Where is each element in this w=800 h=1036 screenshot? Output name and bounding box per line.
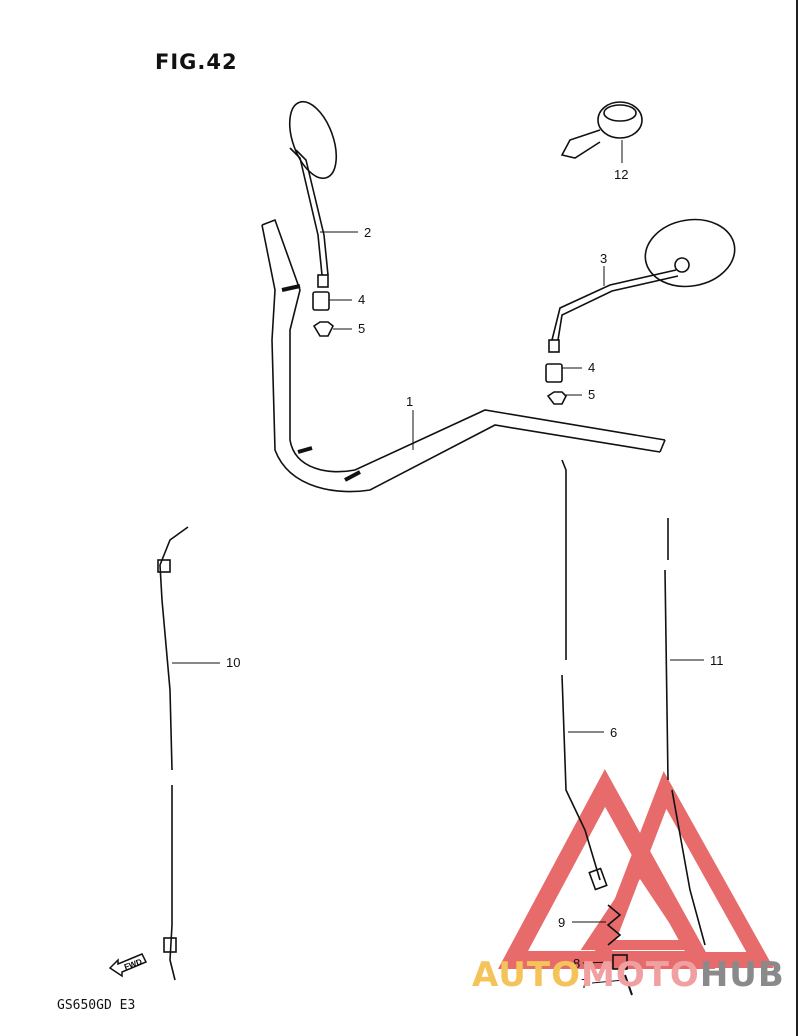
callout-4a: 4 — [358, 292, 365, 307]
callout-labels: 1 2 3 4 5 4 5 6 7 8 9 10 11 — [172, 140, 724, 991]
watermark-part-2: MOTO — [580, 955, 700, 995]
screw-part-7 — [624, 974, 633, 996]
callout-6: 6 — [610, 725, 617, 740]
callout-4b: 4 — [588, 360, 595, 375]
callout-11: 11 — [710, 653, 724, 668]
mirror-right-part-3 — [548, 218, 736, 353]
callout-12: 12 — [614, 167, 628, 182]
throttle-cable-part-10 — [157, 526, 189, 981]
mirror-left-part-2 — [288, 100, 338, 288]
callout-9: 9 — [558, 915, 565, 930]
callout-5a: 5 — [358, 321, 365, 336]
cable-part-11 — [664, 518, 706, 946]
spring-part-9 — [606, 904, 622, 946]
watermark-logo — [497, 769, 774, 969]
callout-2: 2 — [364, 225, 371, 240]
fwd-label: FWD — [123, 957, 143, 972]
watermark-part-3: HUB — [699, 955, 785, 995]
cable-part-6 — [561, 459, 608, 891]
nut-part-8 — [612, 954, 628, 970]
callout-8: 8 — [573, 956, 580, 971]
callout-10: 10 — [226, 655, 240, 670]
handlebar-part-1 — [261, 218, 666, 493]
nut-left-part-5 — [312, 321, 335, 337]
callout-3: 3 — [600, 251, 607, 266]
adapter-left-part-4 — [312, 291, 330, 311]
watermark-text: AUTOMOTOHUB — [472, 955, 785, 995]
figure-title: FIG.42 — [155, 50, 238, 74]
throttle-grip-part-12 — [560, 101, 643, 159]
callout-7: 7 — [581, 976, 588, 991]
nut-right-part-5 — [546, 391, 567, 405]
callout-1: 1 — [406, 394, 413, 409]
adapter-right-part-4 — [545, 363, 563, 383]
model-label: GS650GD E3 — [57, 998, 136, 1013]
callout-5b: 5 — [588, 387, 595, 402]
watermark-part-1: AUTO — [472, 955, 581, 995]
fwd-arrow-icon: FWD — [108, 953, 148, 978]
